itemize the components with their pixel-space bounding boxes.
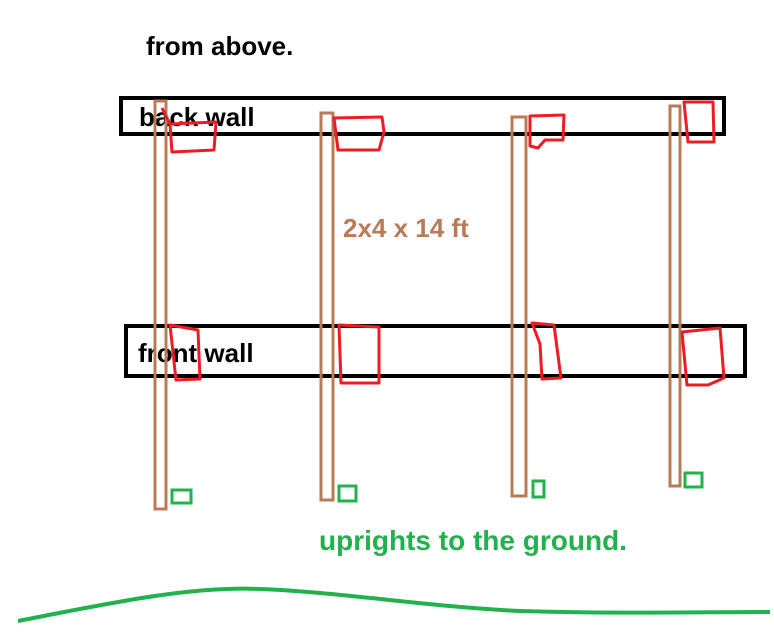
bracket-back-4	[682, 100, 716, 144]
diagram-title: from above.	[146, 31, 293, 61]
bracket-front-4	[680, 326, 726, 387]
front-wall-label: front wall	[138, 338, 254, 368]
bracket-front-2	[337, 323, 381, 385]
board-2	[319, 111, 335, 502]
bracket-back-1	[160, 107, 218, 154]
board-1	[153, 99, 168, 511]
uprights-label: uprights to the ground.	[319, 525, 627, 556]
bracket-back-2	[332, 115, 386, 152]
board-4	[668, 104, 682, 488]
board-3	[510, 115, 528, 498]
board-label: 2x4 x 14 ft	[343, 213, 469, 243]
boards	[153, 99, 682, 511]
uprights	[170, 471, 704, 505]
front-wall	[124, 324, 747, 378]
ground-line	[17, 586, 771, 623]
bracket-back-3	[528, 113, 566, 150]
upright-2	[337, 484, 358, 503]
upright-4	[683, 471, 704, 489]
bracket-front-1	[168, 323, 202, 382]
upright-1	[170, 488, 193, 505]
upright-3	[531, 479, 546, 499]
back-wall	[119, 96, 726, 136]
brackets	[160, 100, 726, 387]
bracket-front-3	[530, 321, 563, 381]
back-wall-label: back wall	[139, 102, 255, 132]
